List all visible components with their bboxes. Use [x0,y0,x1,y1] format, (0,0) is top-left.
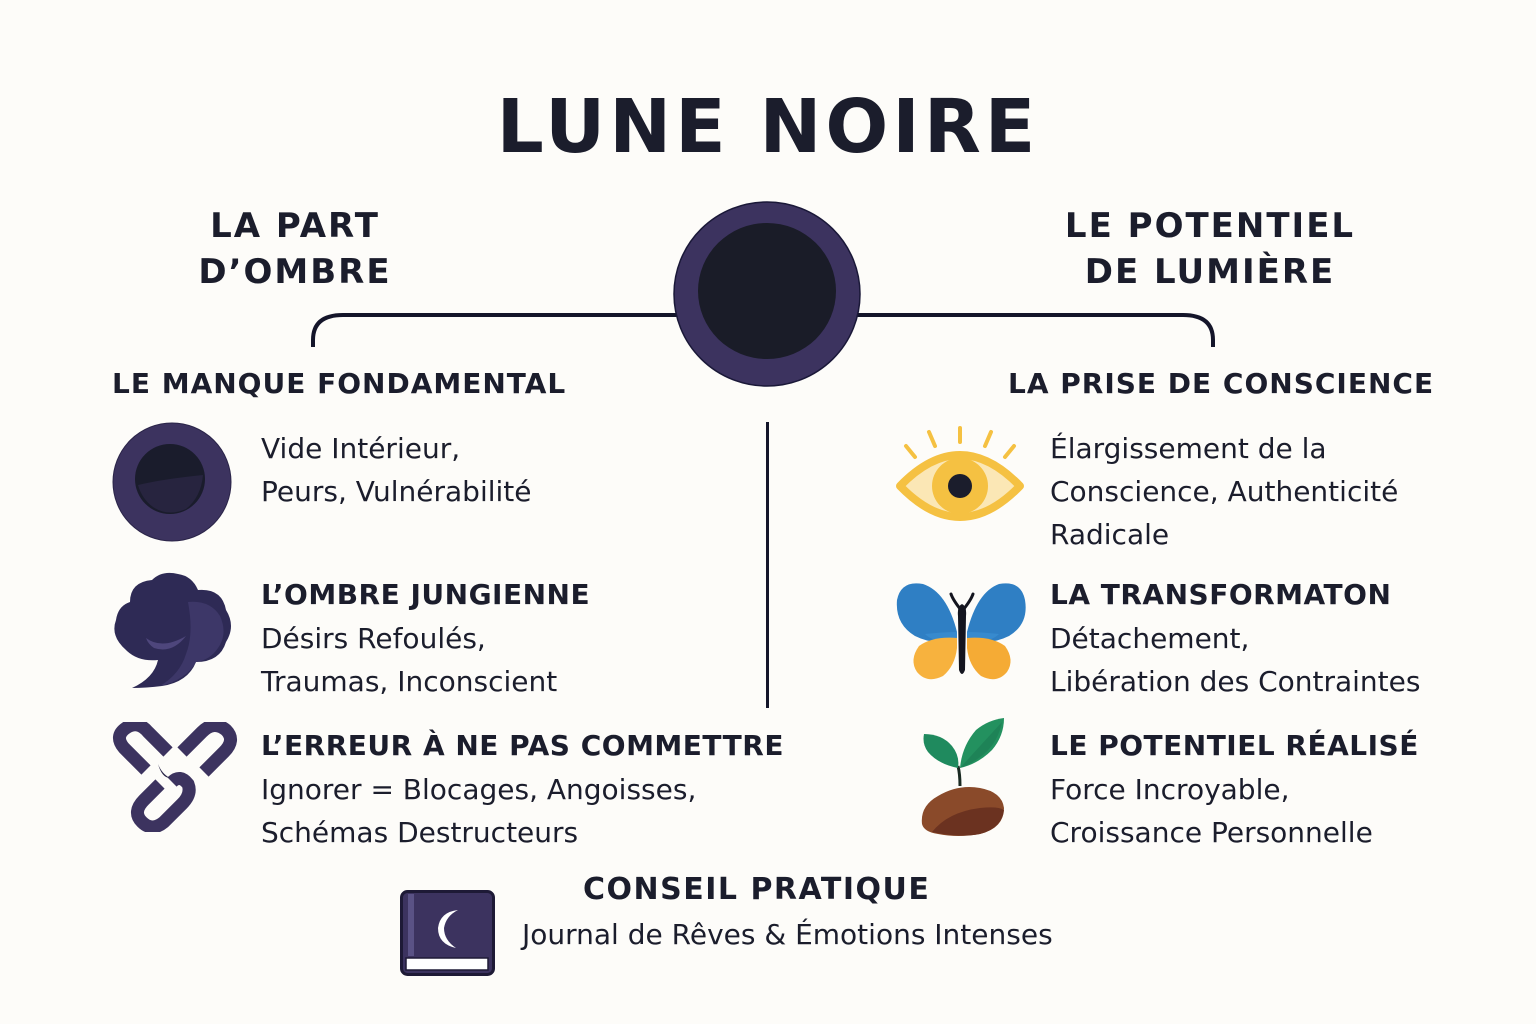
butterfly-icon [896,583,1026,680]
right-heading: LE POTENTIEL DE LUMIÈRE [1050,203,1370,295]
left-item-2-line-2: Traumas, Inconscient [261,665,558,698]
right-item-2-line-2: Libération des Contraintes [1050,665,1421,698]
shadow-cloud-icon [114,572,231,688]
right-item-1-text: Élargissement de la Conscience, Authenti… [1050,427,1398,556]
right-item-3-text: LE POTENTIEL RÉALISÉ Force Incroyable, C… [1050,724,1419,854]
left-item-1-text: Vide Intérieur, Peurs, Vulnérabilité [261,427,532,513]
left-heading-line-2: D’OMBRE [198,252,392,292]
right-item-3-line-1: Force Incroyable, [1050,773,1290,806]
left-section-title: LE MANQUE FONDAMENTAL [112,367,567,400]
left-item-1-line-2: Peurs, Vulnérabilité [261,475,532,508]
right-section-title: LA PRISE DE CONSCIENCE [1008,367,1435,400]
tip-heading: CONSEIL PRATIQUE [583,872,931,907]
left-item-2-heading: L’OMBRE JUNGIENNE [261,578,591,611]
left-heading: LA PART D’OMBRE [170,203,420,295]
left-item-3-heading: L’ERREUR À NE PAS COMMETTRE [261,729,784,762]
right-item-3-line-2: Croissance Personnelle [1050,816,1373,849]
left-item-2-line-1: Désirs Refoulés, [261,622,486,655]
left-item-3-line-2: Schémas Destructeurs [261,816,579,849]
right-heading-line-1: LE POTENTIEL [1064,206,1356,246]
left-heading-line-1: LA PART [210,206,380,246]
black-moon-icon [673,201,861,387]
tip-text: Journal de Rêves & Émotions Intenses [522,918,1053,951]
right-item-1-line-1: Élargissement de la [1050,432,1327,465]
right-heading-line-2: DE LUMIÈRE [1084,252,1336,292]
left-item-3-line-1: Ignorer = Blocages, Angoisses, [261,773,697,806]
moon-journal-icon [400,890,495,976]
left-item-2-text: L’OMBRE JUNGIENNE Désirs Refoulés, Traum… [261,573,590,703]
chain-links-icon [113,722,237,832]
eye-icon [896,426,1024,521]
center-divider [766,422,769,708]
dark-moon-icon [112,422,232,542]
right-item-3-heading: LE POTENTIEL RÉALISÉ [1050,729,1419,762]
right-item-2-line-1: Détachement, [1050,622,1250,655]
left-item-1-line-1: Vide Intérieur, [261,432,461,465]
right-item-1-line-2: Conscience, Authenticité [1050,475,1399,508]
page-title: LUNE NOIRE [496,84,1040,170]
sprout-icon [921,718,1004,836]
right-item-2-text: LA TRANSFORMATON Détachement, Libération… [1050,573,1420,703]
right-item-2-heading: LA TRANSFORMATON [1050,578,1392,611]
left-item-3-text: L’ERREUR À NE PAS COMMETTRE Ignorer = Bl… [261,724,784,854]
right-item-1-line-3: Radicale [1050,518,1170,551]
